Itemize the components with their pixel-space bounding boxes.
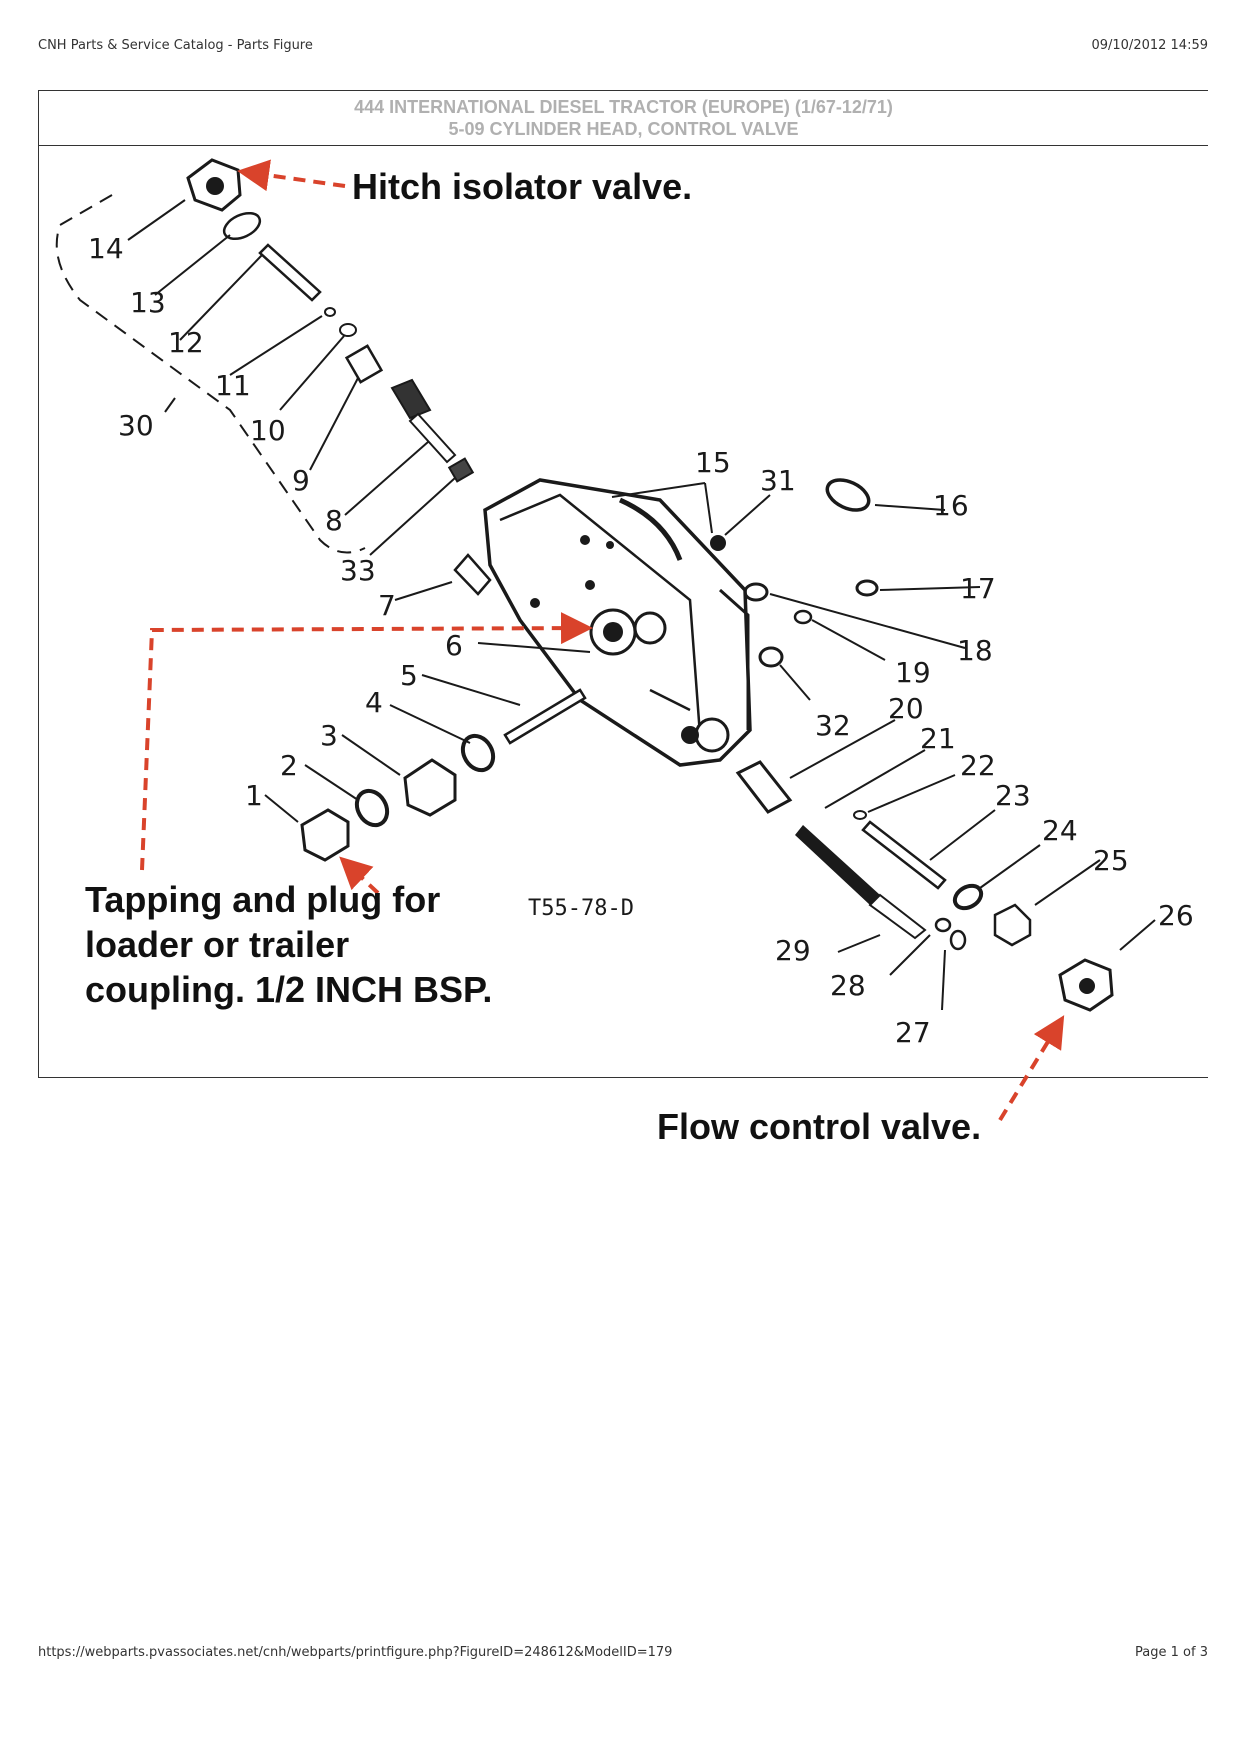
part-7-clip	[453, 553, 492, 596]
tapping-callout-line3: coupling. 1/2 INCH BSP.	[85, 969, 493, 1010]
part-4-washer	[460, 733, 496, 773]
part-label-11: 11	[215, 369, 251, 402]
part-28-ring	[934, 917, 952, 933]
part-22-pin	[853, 810, 867, 820]
part-13-washer	[222, 211, 262, 241]
part-label-21: 21	[920, 722, 956, 755]
document-title: CNH Parts & Service Catalog - Parts Figu…	[38, 38, 313, 53]
hitch-arrow	[237, 159, 346, 192]
part-label-4: 4	[365, 686, 383, 719]
part-label-14: 14	[88, 232, 124, 265]
assembly-30-bracket	[55, 194, 366, 554]
part-27-ring	[949, 929, 967, 951]
part-20-sleeve	[735, 760, 793, 814]
part-label-15: 15	[695, 446, 731, 479]
part-label-10: 10	[250, 414, 286, 447]
part-label-16: 16	[933, 489, 969, 522]
part-label-32: 32	[815, 709, 851, 742]
part-33-nut	[447, 457, 475, 483]
hitch-isolator-valve-part	[186, 158, 242, 212]
part-label-2: 2	[280, 749, 298, 782]
part-11-ring	[324, 307, 336, 317]
part-label-23: 23	[995, 779, 1031, 812]
part-19-ring	[793, 609, 813, 625]
part-5-shaft	[503, 688, 587, 745]
drawing-code: T55-78-D	[528, 896, 634, 921]
leader-lines	[127, 199, 1156, 1011]
page-url: https://webparts.pvassociates.net/cnh/we…	[38, 1645, 673, 1660]
tapping-callout-line1: Tapping and plug for	[85, 879, 441, 920]
flow-control-valve-part	[1058, 958, 1114, 1012]
part-23-rod	[861, 820, 947, 890]
figure-title-section: 5-09 CYLINDER HEAD, CONTROL VALVE	[448, 119, 799, 139]
part-18-ring	[743, 582, 769, 602]
figure-title-model: 444 INTERNATIONAL DIESEL TRACTOR (EUROPE…	[354, 97, 893, 117]
part-label-3: 3	[320, 719, 338, 752]
part-label-28: 28	[830, 969, 866, 1002]
part-label-30: 30	[118, 409, 154, 442]
part-24-washer	[952, 883, 984, 911]
part-8-plunger	[390, 378, 457, 464]
tapping-arrow-plug	[339, 856, 380, 895]
page-number: Page 1 of 3	[1135, 1645, 1208, 1660]
part-16-oring	[825, 478, 871, 512]
tapping-callout-line2: loader or trailer	[85, 924, 350, 965]
part-label-19: 19	[895, 656, 931, 689]
part-10-ring	[339, 323, 357, 337]
part-2-washer	[354, 788, 390, 828]
part-label-22: 22	[960, 749, 996, 782]
part-label-1: 1	[245, 779, 263, 812]
part-label-12: 12	[168, 326, 204, 359]
hitch-isolator-callout: Hitch isolator valve.	[352, 166, 693, 207]
part-3-plug	[403, 758, 457, 817]
part-label-24: 24	[1042, 814, 1078, 847]
part-label-27: 27	[895, 1016, 931, 1049]
part-label-20: 20	[888, 692, 924, 725]
part-32-ring	[758, 646, 784, 668]
print-datetime: 09/10/2012 14:59	[1091, 38, 1208, 53]
figure-frame: 444 INTERNATIONAL DIESEL TRACTOR (EUROPE…	[38, 90, 1208, 1078]
part-31-ball	[710, 535, 726, 551]
flow-arrow	[998, 1015, 1065, 1122]
part-label-6: 6	[445, 629, 463, 662]
part-label-8: 8	[325, 504, 343, 537]
part-label-26: 26	[1158, 899, 1194, 932]
tapping-arrow-body	[140, 612, 593, 871]
part-label-29: 29	[775, 934, 811, 967]
flow-control-callout: Flow control valve.	[657, 1106, 982, 1147]
part-label-7: 7	[378, 589, 396, 622]
part-17-ring	[855, 579, 879, 597]
annotation-arrows	[140, 159, 1065, 1122]
part-21-spring	[795, 825, 927, 940]
part-label-31: 31	[760, 464, 796, 497]
tapping-callout: Tapping and plug for loader or trailer c…	[85, 877, 492, 1012]
part-label-13: 13	[130, 286, 166, 319]
figure-title-bar: 444 INTERNATIONAL DIESEL TRACTOR (EUROPE…	[39, 91, 1208, 146]
part-1-plug	[300, 808, 350, 862]
part-label-25: 25	[1093, 844, 1129, 877]
part-9-sleeve	[344, 344, 384, 384]
part-label-33: 33	[340, 554, 376, 587]
part-25-bolt	[993, 903, 1032, 947]
part-label-9: 9	[292, 464, 310, 497]
part-label-5: 5	[400, 659, 418, 692]
part-number-labels: 14 13 12 11 30 10 9 8 33 7 6 5 4 3 2 1 1…	[88, 232, 1194, 1049]
part-label-18: 18	[957, 634, 993, 667]
part-label-17: 17	[960, 572, 996, 605]
control-valve-body	[483, 478, 752, 767]
part-12-rod	[258, 243, 322, 302]
